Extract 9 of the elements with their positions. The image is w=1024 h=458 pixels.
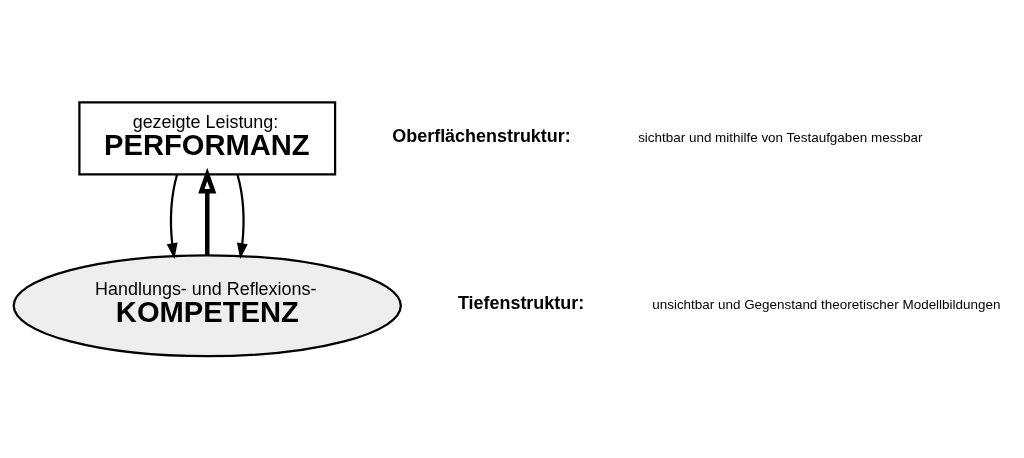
node-box: gezeigte Leistung: PERFORMANZ (78, 100, 337, 175)
label: unsichtbar und Gegenstand theoretischer Modellbildungen (652, 296, 1001, 312)
node-ellipse: Handlungs- und Reflexions- KOMPETENZ (12, 253, 402, 357)
label: Tiefenstruktur: (457, 292, 585, 313)
arrow (236, 173, 248, 259)
label: sichtbar und mithilfe von Testaufgaben messbar (638, 129, 923, 145)
label: Oberflächenstruktur: (392, 125, 571, 146)
arrow (198, 167, 217, 255)
arrow (166, 173, 179, 259)
